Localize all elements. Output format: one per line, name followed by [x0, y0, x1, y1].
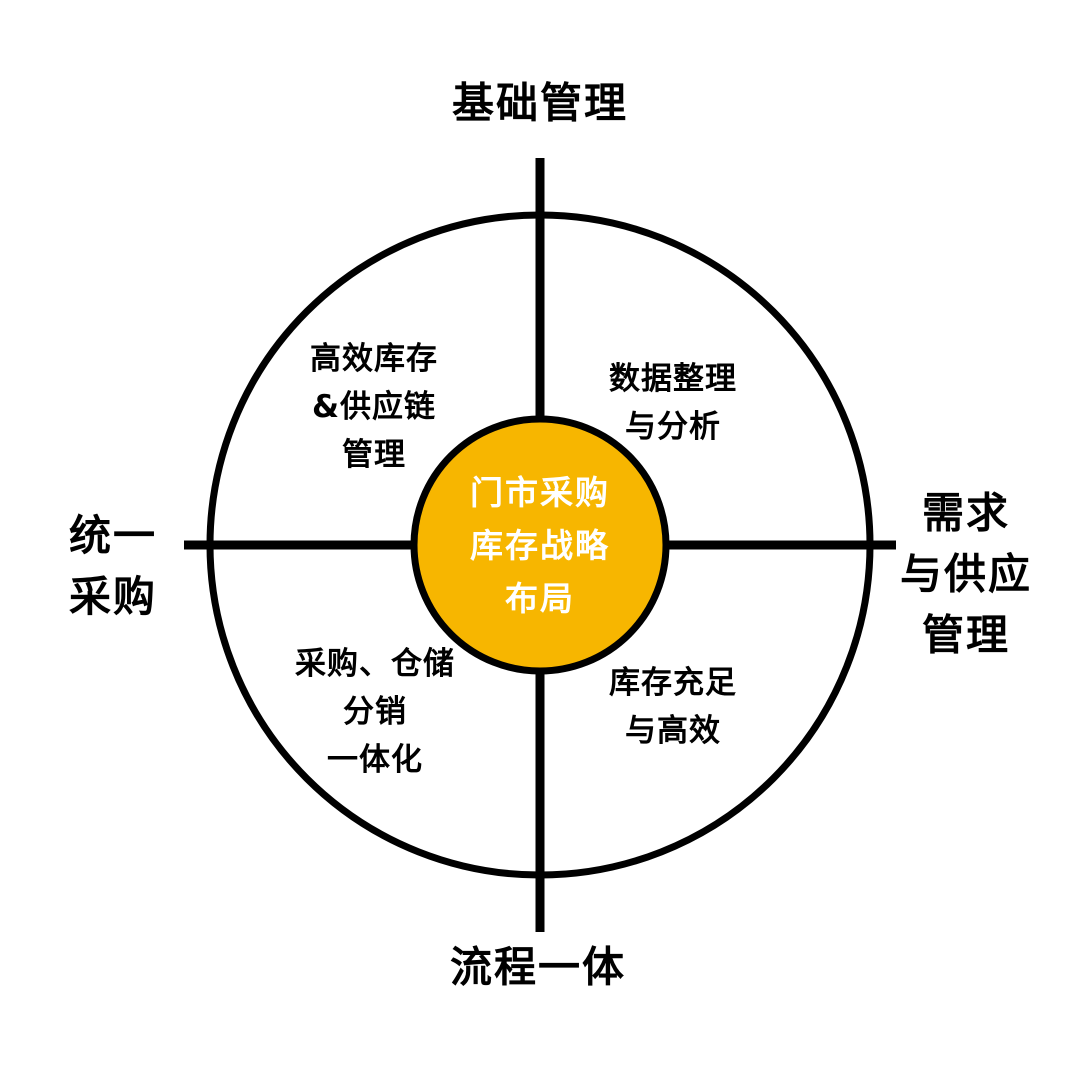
quadrant-bottom-right-line: 与高效: [625, 713, 721, 749]
center-circle: [410, 415, 670, 675]
center-title-line: 库存战略: [470, 525, 610, 565]
axis-label-left: 统一 采购: [69, 506, 157, 628]
quadrant-top-left-line: 管理: [342, 437, 406, 474]
quadrant-label-top-right: 数据整理 与分析: [609, 355, 737, 451]
center-title-line: 门市采购: [470, 472, 610, 512]
quadrant-bottom-left-line: 分销: [343, 693, 407, 730]
center-title: 门市采购 库存战略 布局: [470, 467, 610, 625]
quadrant-bottom-left-line: 一体化: [327, 742, 423, 779]
axis-label-right-line: 与供应: [899, 549, 1033, 599]
center-title-line: 布局: [505, 578, 575, 618]
axis-label-right: 需求 与供应 管理: [900, 484, 1032, 667]
quadrant-label-bottom-right: 库存充足 与高效: [609, 659, 737, 755]
quadrant-label-top-left: 高效库存 &供应链 管理: [310, 335, 438, 479]
axis-label-right-line: 需求: [921, 488, 1011, 538]
quadrant-label-bottom-left: 采购、仓储 分销 一体化: [295, 640, 455, 784]
quadrant-top-left-line: 高效库存: [310, 340, 438, 377]
axis-label-bottom-line: 流程一体: [449, 942, 627, 992]
axis-label-right-line: 管理: [921, 610, 1011, 660]
quadrant-top-right-line: 与分析: [625, 409, 721, 445]
quadrant-bottom-right-line: 库存充足: [609, 664, 737, 701]
quadrant-bottom-left-line: 采购、仓储: [295, 645, 455, 682]
quadrant-top-left-line: &供应链: [311, 388, 437, 425]
axis-label-bottom: 流程一体: [450, 938, 626, 999]
axis-label-top-line: 基础管理: [451, 78, 629, 128]
axis-label-left-line: 统一: [68, 511, 158, 561]
axis-label-left-line: 采购: [68, 572, 158, 621]
quadrant-top-right-line: 数据整理: [609, 360, 737, 397]
axis-label-top: 基础管理: [452, 74, 628, 135]
